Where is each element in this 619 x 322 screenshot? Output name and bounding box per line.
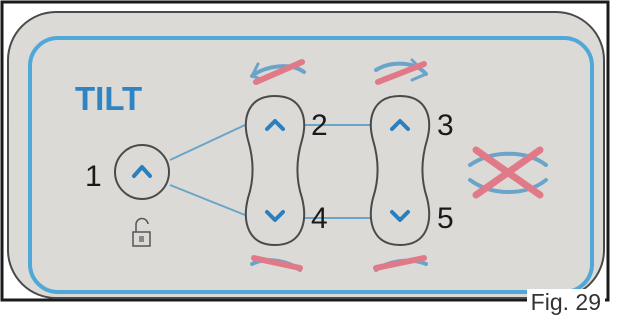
chevron-up-icon [390,119,410,131]
chevron-up-icon [132,165,152,178]
tilt-up-arrow-icon [250,59,306,85]
button-label-1: 1 [85,160,102,193]
tilt-down-icon [373,255,428,272]
button-label-3: 3 [437,109,454,142]
button-group-3-5-outline [369,94,431,247]
unlock-icon [132,217,151,247]
tilt-down-icon [250,255,303,272]
tilt-button-4[interactable] [252,196,298,238]
tilt-button-2[interactable] [252,104,298,146]
figure-frame [0,0,610,302]
chevron-down-icon [390,210,410,222]
tilt-button-3[interactable] [377,104,423,146]
panel-blue-outline [28,36,594,294]
chevron-up-icon [265,119,285,131]
tilt-up-arrow-icon [374,58,428,85]
connector-lines [169,124,370,219]
button-group-2-4-outline [244,94,306,247]
tilt-button-5[interactable] [377,196,423,238]
figure-caption: Fig. 29 [526,289,605,316]
button-label-4: 4 [311,202,328,235]
tilt-button-1[interactable] [114,144,170,200]
chevron-down-icon [265,210,285,222]
cancel-cross-icon[interactable] [468,146,548,199]
control-panel [7,11,605,299]
button-label-2: 2 [311,109,328,142]
button-label-5: 5 [437,202,454,235]
panel-title: TILT [75,80,142,117]
